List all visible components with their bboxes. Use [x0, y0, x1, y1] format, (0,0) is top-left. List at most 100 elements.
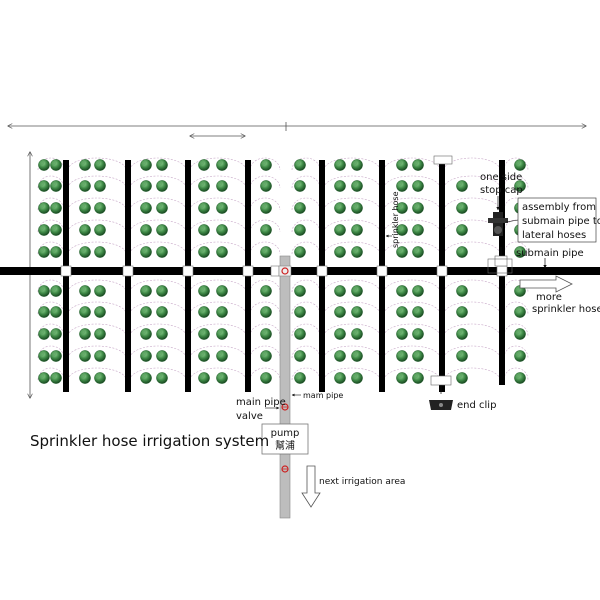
- spray-arc: [189, 197, 247, 211]
- spray-arc: [291, 279, 321, 293]
- plant-icon: [351, 285, 363, 297]
- plant-icon: [396, 372, 408, 384]
- plant-icon: [351, 350, 363, 362]
- plant-icon: [156, 159, 168, 171]
- spray-arc: [291, 219, 321, 233]
- plant-icon: [351, 202, 363, 214]
- plant-icon: [294, 328, 306, 340]
- spray-arc: [443, 323, 501, 337]
- plant-icon: [216, 285, 228, 297]
- plant-icon: [412, 350, 424, 362]
- plant-icon: [216, 202, 228, 214]
- main-pipe-label: mam pipe: [303, 391, 343, 400]
- plant-icon: [334, 159, 346, 171]
- plant-icon: [456, 246, 468, 258]
- main-pipe: [278, 255, 292, 519]
- spray-arc: [323, 301, 381, 315]
- plant-icon: [260, 159, 272, 171]
- spray-arc: [67, 197, 127, 211]
- plant-icon: [38, 372, 50, 384]
- spray-arc: [189, 241, 247, 255]
- spray-arc: [323, 219, 381, 233]
- plant-icon: [514, 246, 526, 258]
- plant-icon: [412, 306, 424, 318]
- plant-icon: [412, 328, 424, 340]
- spray-arc: [323, 241, 381, 255]
- plant-icon: [38, 224, 50, 236]
- hose-connector: [60, 265, 72, 277]
- spray-arc: [323, 175, 381, 189]
- plant-icon: [514, 306, 526, 318]
- plant-icon: [140, 350, 152, 362]
- spray-arc: [323, 279, 381, 293]
- plant-icon: [334, 350, 346, 362]
- submain-connectors: [60, 265, 508, 277]
- spray-arc: [443, 157, 501, 171]
- spray-arc: [249, 323, 281, 337]
- plant-icon: [198, 202, 210, 214]
- plant-icon: [216, 159, 228, 171]
- spray-arc: [67, 345, 127, 359]
- plant-icon: [38, 328, 50, 340]
- plant-icon: [396, 328, 408, 340]
- spray-arc: [129, 367, 187, 381]
- plant-icon: [140, 246, 152, 258]
- spray-arc: [323, 197, 381, 211]
- plant-icon: [514, 159, 526, 171]
- plant-icon: [156, 285, 168, 297]
- plant-icon: [456, 285, 468, 297]
- spray-arc: [189, 279, 247, 293]
- assembly-label-1: assembly from: [522, 202, 596, 213]
- plant-icon: [456, 224, 468, 236]
- plant-icon: [156, 246, 168, 258]
- spray-arc: [323, 345, 381, 359]
- hose-connector: [496, 265, 508, 277]
- plant-icon: [334, 202, 346, 214]
- plant-icon: [140, 328, 152, 340]
- plant-icon: [79, 246, 91, 258]
- plant-icon: [334, 372, 346, 384]
- arrow-icon: [519, 275, 573, 293]
- spray-arc: [249, 175, 281, 189]
- plant-icon: [156, 328, 168, 340]
- plant-icon: [50, 246, 62, 258]
- valve-label-1: main pipe: [236, 397, 286, 408]
- plant-icon: [38, 202, 50, 214]
- plant-icon: [412, 246, 424, 258]
- plant-icon: [94, 159, 106, 171]
- spray-arc: [383, 367, 441, 381]
- plant-icon: [38, 159, 50, 171]
- plant-icon: [412, 180, 424, 192]
- plant-icon: [216, 328, 228, 340]
- spray-arc: [129, 197, 187, 211]
- plant-icon: [216, 246, 228, 258]
- spray-arc: [291, 367, 321, 381]
- plant-icon: [198, 285, 210, 297]
- sprinkler-hose-label: sprinkler hose: [391, 191, 400, 248]
- plant-icon: [79, 224, 91, 236]
- spray-arc: [129, 323, 187, 337]
- plant-icon: [156, 372, 168, 384]
- plant-icon: [94, 350, 106, 362]
- plant-icon: [260, 372, 272, 384]
- hose-connector: [376, 265, 388, 277]
- plant-icon: [294, 285, 306, 297]
- spray-arc: [129, 157, 187, 171]
- spray-arc: [383, 175, 441, 189]
- plant-icon: [94, 202, 106, 214]
- plant-icon: [294, 246, 306, 258]
- plant-icon: [351, 159, 363, 171]
- hose-connector: [316, 265, 328, 277]
- plant-icon: [396, 285, 408, 297]
- more-label-1: more: [536, 292, 562, 303]
- plant-icon: [198, 180, 210, 192]
- plant-icon: [50, 372, 62, 384]
- plant-icon: [396, 350, 408, 362]
- spray-arc: [323, 157, 381, 171]
- stop-cap-label-2: stop cap: [480, 185, 523, 196]
- plant-icon: [50, 285, 62, 297]
- plant-icon: [94, 246, 106, 258]
- spray-arc: [67, 175, 127, 189]
- spray-arc: [37, 279, 65, 293]
